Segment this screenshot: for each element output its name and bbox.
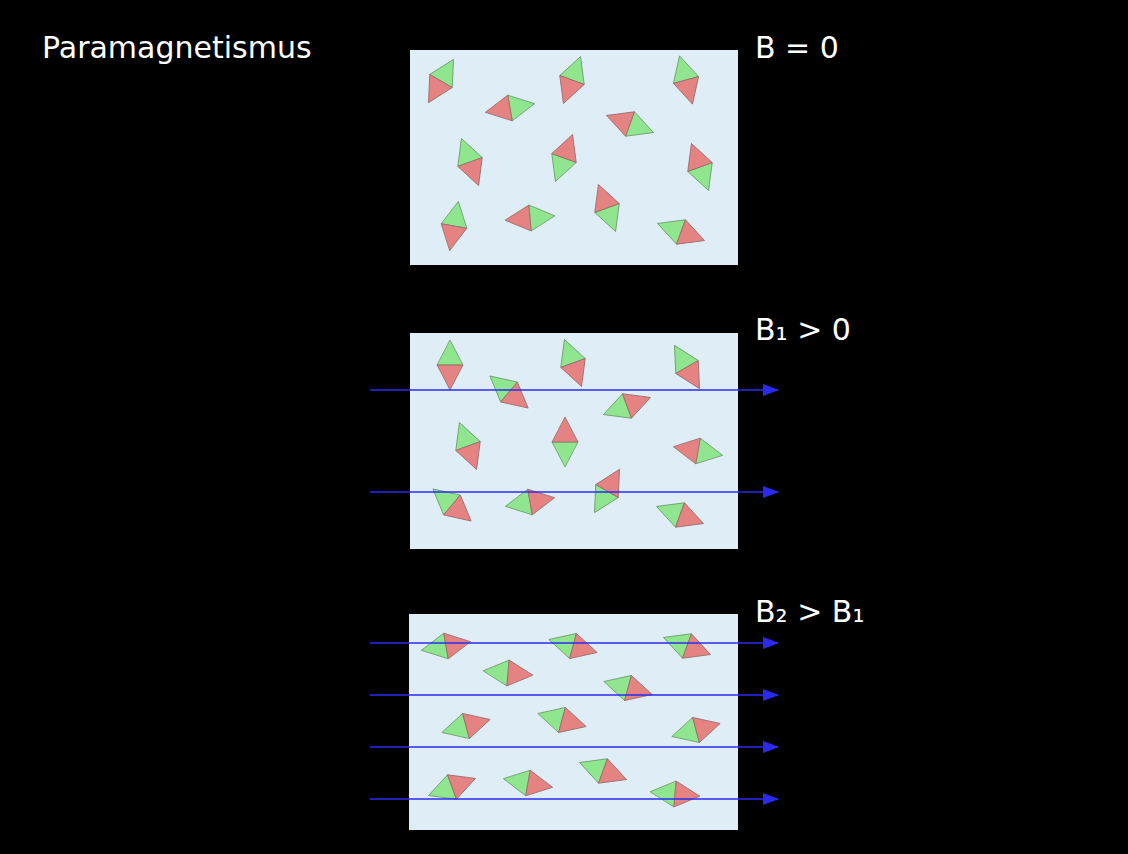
field-label: B₂ > B₁ bbox=[755, 594, 864, 630]
field-label: B = 0 bbox=[755, 30, 839, 66]
sample-box bbox=[410, 333, 738, 549]
field-label: B₁ > 0 bbox=[755, 312, 851, 348]
field-lines bbox=[370, 390, 778, 799]
sample-box bbox=[409, 614, 738, 830]
title: Paramagnetismus bbox=[42, 30, 312, 66]
sample-box bbox=[410, 50, 738, 265]
